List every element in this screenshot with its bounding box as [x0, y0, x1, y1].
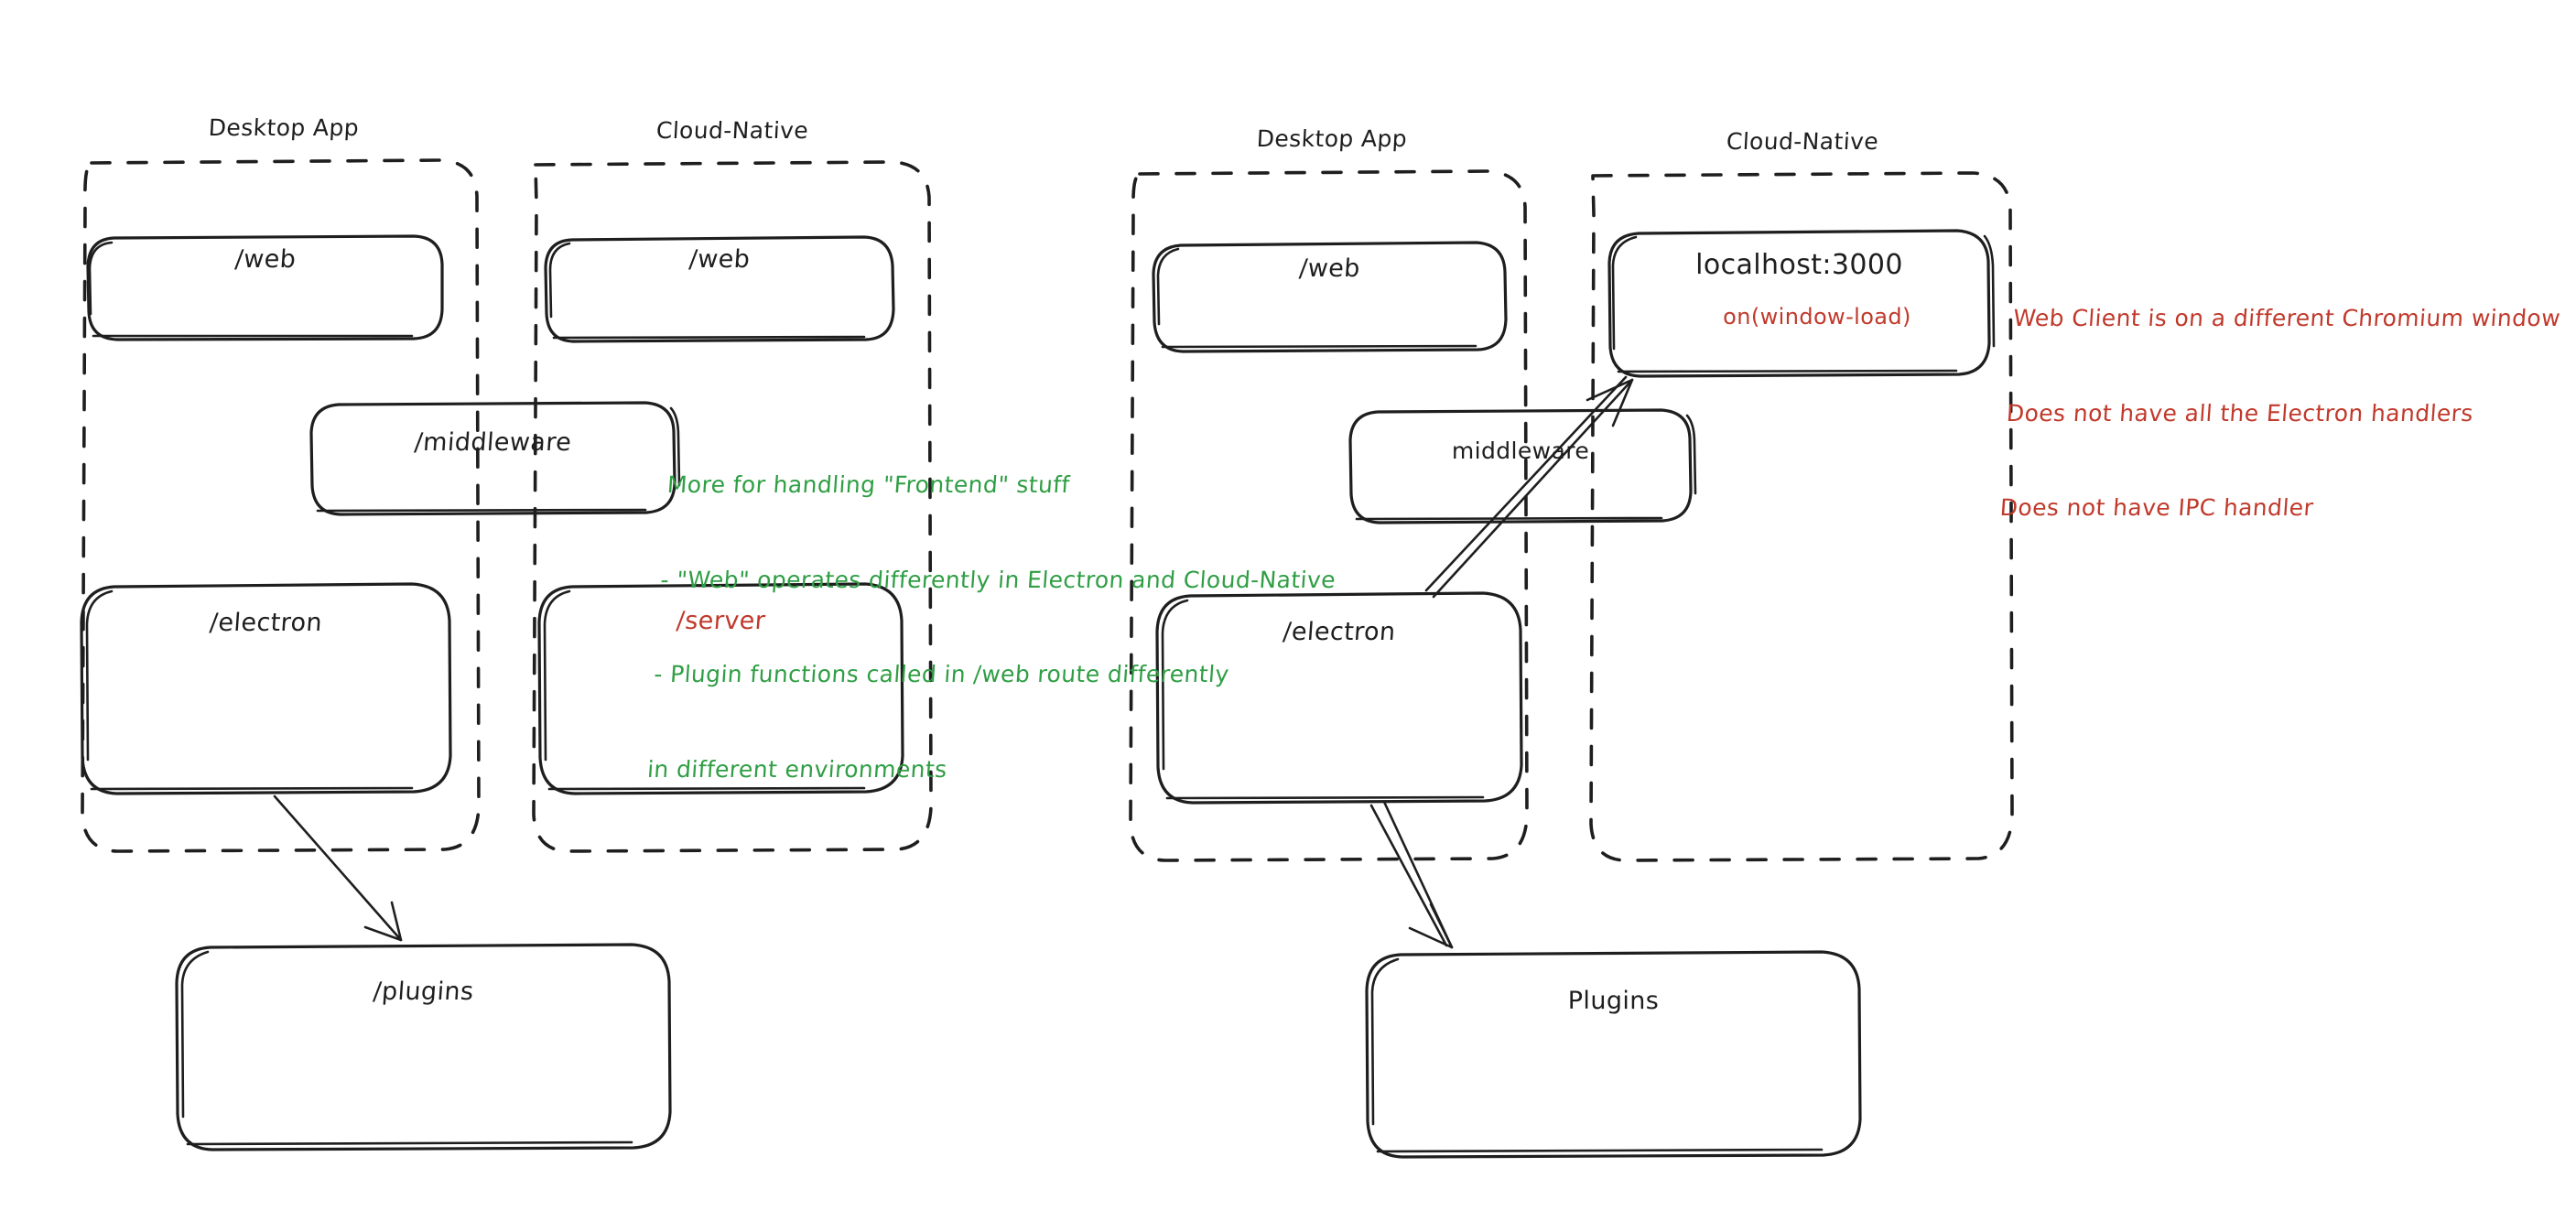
- left-desktop-app-container: [81, 158, 481, 853]
- left-cloud-web-node-sketch: [548, 242, 866, 340]
- left-electron-node-sketch: [85, 589, 414, 791]
- right-desktop-app-container: [1129, 169, 1529, 862]
- left-desktop-web-node-sketch: [88, 241, 414, 338]
- left-server-node-sketch: [543, 589, 866, 791]
- left-plugins-node: [175, 943, 672, 1151]
- red-annotation-line-3: Does not have IPC handler: [1998, 494, 2315, 521]
- right-plugins-node: [1365, 950, 1862, 1159]
- green-annotation-line-4: in different environments: [646, 755, 948, 783]
- right-electron-to-localhost-arrowhead: [1586, 378, 1634, 427]
- right-localhost-sublabel: on(window-load): [1723, 304, 1911, 330]
- red-annotation-line-2: Does not have all the Electron handlers: [2006, 399, 2474, 427]
- left-cloud-native-container: [532, 160, 933, 853]
- left-desktop-web-node: [86, 234, 444, 341]
- right-middleware-node: [1348, 408, 1693, 524]
- right-plugins-label: Plugins: [1567, 987, 1660, 1015]
- left-desktop-web-label: /web: [233, 245, 298, 274]
- left-desktop-app-title: Desktop App: [208, 114, 360, 141]
- right-electron-to-plugins-arrowhead: [1408, 902, 1454, 949]
- left-electron-to-plugins-arrow: [273, 794, 403, 942]
- left-electron-to-plugins-arrowhead: [363, 901, 403, 942]
- right-localhost-node: [1607, 229, 1991, 378]
- green-annotation-line-1: More for handling "Frontend" stuff: [666, 471, 1071, 498]
- right-electron-to-localhost-arrow: [1432, 378, 1634, 599]
- left-server-node: [537, 582, 904, 795]
- left-cloud-native-title: Cloud-Native: [655, 117, 809, 144]
- red-annotation-line-1: Web Client is on a different Chromium wi…: [2012, 305, 2562, 331]
- left-electron-label: /electron: [208, 609, 324, 637]
- left-middleware-label: /middleware: [413, 428, 573, 457]
- right-plugins-node-sketch: [1370, 957, 1824, 1153]
- right-middleware-node-sketch: [1355, 414, 1697, 521]
- right-electron-node-sketch: [1161, 599, 1485, 800]
- left-plugins-label: /plugins: [372, 978, 475, 1006]
- right-desktop-web-node: [1152, 241, 1508, 353]
- right-electron-to-localhost-arrow-2: [1424, 375, 1628, 592]
- left-middleware-node-sketch: [316, 406, 681, 513]
- green-annotation: More for handling "Frontend" stuff - "We…: [642, 406, 1396, 848]
- right-electron-node: [1155, 591, 1523, 805]
- right-desktop-web-label: /web: [1298, 254, 1361, 283]
- green-annotation-line-3: - Plugin functions called in /web route …: [653, 661, 1230, 687]
- right-cloud-native-container: [1589, 171, 2014, 862]
- right-desktop-web-node-sketch: [1156, 247, 1477, 349]
- red-annotation: Web Client is on a different Chromium wi…: [1995, 240, 2576, 588]
- right-electron-to-plugins-arrow: [1369, 804, 1448, 947]
- right-localhost-label: localhost:3000: [1695, 249, 1903, 281]
- right-cloud-native-title: Cloud-Native: [1726, 128, 1879, 155]
- right-desktop-app-title: Desktop App: [1256, 125, 1408, 152]
- right-localhost-node-sketch: [1611, 234, 1996, 373]
- left-electron-node: [80, 582, 452, 795]
- green-annotation-line-2: - "Web" operates differently in Electron…: [659, 566, 1337, 593]
- left-middleware-node: [309, 401, 676, 516]
- left-cloud-web-label: /web: [687, 245, 752, 274]
- left-cloud-web-node: [544, 235, 895, 343]
- right-middleware-label: middleware: [1451, 438, 1590, 464]
- left-plugins-node-sketch: [180, 950, 633, 1146]
